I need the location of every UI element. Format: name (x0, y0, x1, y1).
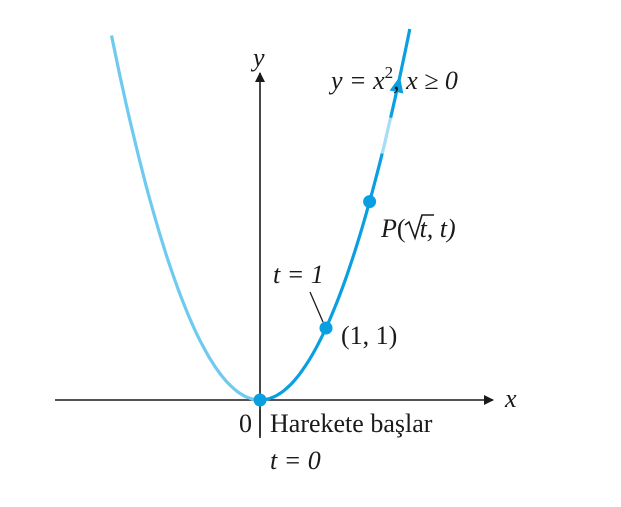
point-p (363, 195, 377, 209)
t-zero-label: t = 0 (270, 446, 321, 475)
start-point (253, 393, 267, 407)
motion-highlight (380, 117, 393, 155)
x-axis-label: x (504, 384, 517, 413)
t-one-leader (309, 291, 324, 323)
point-p-label: P(t, t) (380, 214, 456, 243)
start-text: Harekete başlar (270, 409, 433, 438)
origin-label: 0 (239, 409, 252, 438)
point-1-1-label: (1, 1) (341, 321, 397, 350)
sqrt-symbol (404, 214, 434, 241)
direction-arrow-icon (389, 76, 404, 94)
point-1-1 (319, 321, 333, 335)
parabola-left-branch (109, 35, 261, 402)
t-one-label: t = 1 (273, 260, 324, 289)
y-axis-label: y (250, 43, 265, 72)
curve-equation: y = x2, x ≥ 0 (328, 63, 458, 95)
